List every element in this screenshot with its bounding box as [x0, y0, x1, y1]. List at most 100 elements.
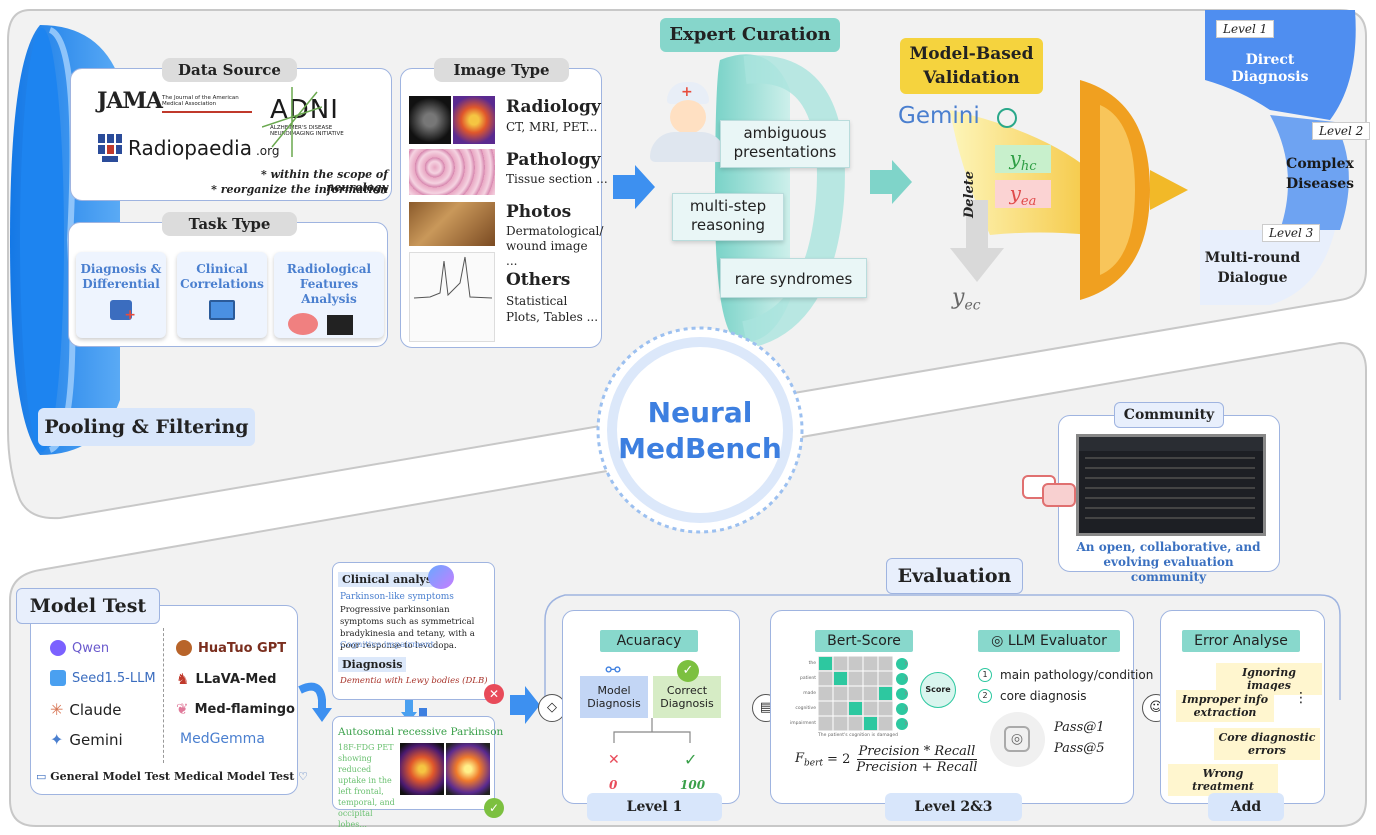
correct-case-title: Autosomal recessive Parkinson	[338, 726, 504, 738]
radiopaedia-org: .org	[255, 144, 280, 158]
task-card-clinical: Clinical Correlations	[177, 252, 267, 338]
score-zero: 0	[609, 778, 618, 792]
task-radiological-label: Radiological Features Analysis	[286, 262, 372, 306]
model-claude: ✳ Claude	[50, 700, 122, 719]
accuracy-header: Acuaracy	[600, 630, 698, 652]
task-type-title: Task Type	[162, 212, 297, 236]
accuracy-tree-lines	[613, 718, 691, 743]
pet-scan-thumbnail	[400, 743, 490, 795]
jama-logo: JAMA	[97, 88, 163, 114]
level-1-tag: Level 1	[1216, 20, 1275, 38]
error-wrong-treatment: Wrong treatment	[1168, 764, 1278, 796]
image-type-others-desc: Statistical Plots, Tables ...	[506, 294, 599, 324]
pass-at-5: Pass@5	[1054, 741, 1105, 756]
general-model-test-label: ▭ General Model Test	[36, 770, 170, 783]
model-huatuo: HuaTuo GPT	[176, 640, 286, 656]
correct-diagnosis-box: Correct Diagnosis	[653, 676, 721, 718]
symptom-head: Parkinson-like symptoms	[340, 592, 454, 602]
bert-output-dots	[896, 658, 908, 730]
task-card-diagnosis: Diagnosis & Differential +	[76, 252, 166, 338]
formula-fraction: Precision * Recall Precision + Recall	[854, 744, 979, 775]
bert-row-labels: the patient made cognitive impairment	[790, 656, 816, 731]
y-ec-base: y	[952, 285, 965, 310]
image-type-radiology-desc: CT, MRI, PET...	[506, 120, 598, 134]
model-claude-label: Claude	[69, 700, 122, 719]
bert-col-1: patient's	[827, 733, 848, 738]
seed-icon	[50, 670, 66, 686]
medical-kit-icon: +	[110, 300, 136, 323]
share-icon: ⚯	[605, 660, 621, 681]
community-title: Community	[1114, 402, 1224, 428]
y-ea-label: yea	[995, 180, 1051, 209]
jama-subtitle: The Journal of the American Medical Asso…	[162, 95, 252, 113]
y-hc-label: yhc	[995, 145, 1051, 174]
task-diagnosis-label: Diagnosis & Differential	[80, 262, 162, 291]
stethoscope-icon: ♡	[298, 770, 309, 783]
formula-numerator: Precision * Recall	[856, 744, 978, 760]
right-check-icon: ✓	[684, 750, 698, 769]
model-medgemma-label: MedGemma	[180, 731, 265, 747]
image-type-photos-desc: Dermatological/ wound image ...	[506, 224, 604, 268]
radiopaedia-name: Radiopaedia	[128, 136, 252, 160]
level-3-tag: Level 3	[1262, 224, 1321, 242]
formula-denominator: Precision + Recall	[856, 760, 978, 775]
level-3-label: Multi-round Dialogue	[1204, 250, 1301, 286]
adni-subtitle: ALZHEIMER'S DISEASE NEUROIMAGING INITIAT…	[270, 125, 344, 137]
criterion-1-text: main pathology/condition	[1000, 668, 1154, 682]
y-hc-sub: hc	[1020, 159, 1037, 174]
model-seed: Seed1.5-LLM	[50, 670, 156, 686]
curation-title: Expert Curation	[660, 18, 840, 52]
level-2-label: Complex Diseases	[1286, 156, 1354, 192]
wrong-x-icon: ✕	[608, 752, 620, 768]
leaderboard-screenshot	[1076, 434, 1266, 536]
wrong-icon: ✕	[484, 684, 504, 704]
model-flamingo: ❦Med-flamingo	[176, 700, 295, 718]
delete-label: Delete	[962, 170, 977, 218]
bert-row-2: made	[803, 691, 816, 696]
error-improper-info: Improper info extraction	[1176, 690, 1274, 722]
image-type-title: Image Type	[434, 58, 569, 82]
model-qwen: Qwen	[50, 640, 109, 656]
error-core-diagnostic: Core diagnostic errors	[1214, 728, 1320, 760]
bert-formula: Fbert = 2 Precision * Recall Precision +…	[795, 744, 979, 775]
chevrons-icon: ›››››	[904, 658, 908, 729]
model-seed-label: Seed1.5-LLM	[72, 670, 156, 686]
claude-icon: ✳	[50, 700, 64, 719]
adni-leaf-icon	[262, 87, 322, 157]
bert-col-4: damaged	[876, 733, 898, 738]
image-type-photos-name: Photos	[506, 202, 572, 222]
huatuo-icon	[176, 640, 192, 656]
correct-case-text: 18F-FDG PET showing reduced uptake in th…	[338, 743, 395, 829]
correct-icon: ✓	[484, 798, 504, 818]
formula-eq: = 2	[827, 752, 851, 767]
model-huatuo-label: HuaTuo GPT	[198, 640, 287, 656]
general-test-icon: ▭	[36, 770, 47, 783]
criterion-1-num: 1	[978, 668, 992, 682]
score-circle: Score	[920, 672, 956, 708]
curation-tag-rare: rare syndromes	[720, 258, 867, 298]
criterion-2-num: 2	[978, 689, 992, 703]
medical-model-test-label: Medical Model Test ♡	[174, 770, 308, 783]
brain-icon	[288, 313, 318, 335]
task-clinical-label: Clinical Correlations	[180, 262, 264, 291]
model-llava-label: LLaVA-Med	[195, 671, 277, 687]
others-thumbnail	[409, 252, 495, 342]
image-type-pathology-desc: Tissue section ...	[506, 172, 608, 186]
model-test-panel	[30, 605, 298, 795]
bert-col-3: is	[871, 733, 876, 738]
correct-check-icon: ✓	[677, 660, 699, 682]
model-medgemma: MedGemma	[180, 731, 265, 747]
image-type-pathology-name: Pathology	[506, 150, 601, 170]
level1-footer: Level 1	[587, 793, 722, 821]
pathology-thumbnail	[409, 149, 495, 195]
level-1-label: Direct Diagnosis	[1231, 52, 1309, 85]
radiology-thumbnail	[409, 96, 495, 144]
task-card-radiological: Radiological Features Analysis	[274, 252, 384, 338]
error-analyse-header: Error Analyse	[1182, 630, 1300, 652]
y-ea-base: y	[1009, 181, 1021, 205]
llm-robot-icon: ◎	[990, 712, 1045, 767]
bert-col-labels: The patient's cognition is damaged	[818, 733, 898, 738]
model-llava: ♞LLaVA-Med	[176, 670, 277, 688]
criterion-2-text: core diagnosis	[1000, 689, 1087, 703]
